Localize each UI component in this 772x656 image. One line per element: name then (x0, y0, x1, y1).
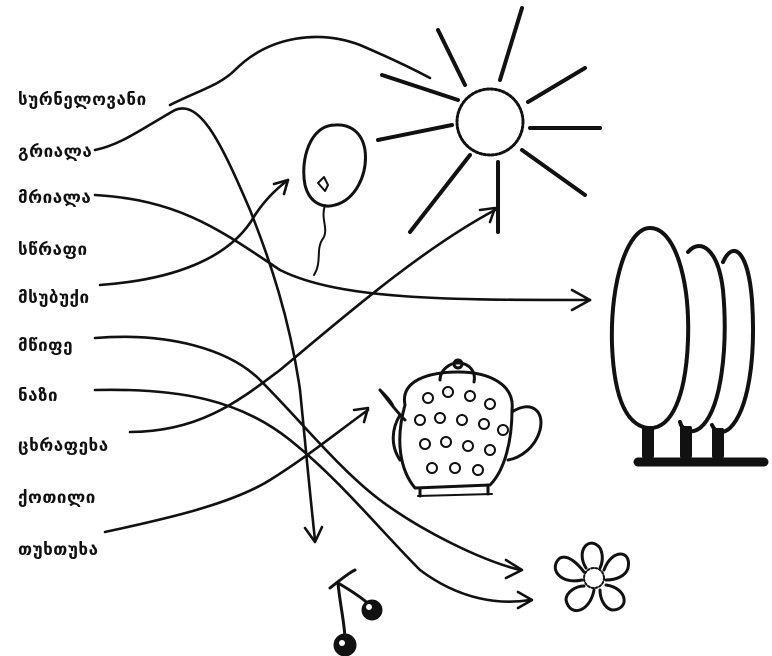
line-w10-teapot (103, 408, 370, 534)
line-w2-cherries (93, 107, 317, 542)
line-w3-trees (93, 193, 592, 302)
word-label: სწრაფი (18, 240, 88, 260)
line-w1-sun (168, 35, 432, 107)
balloon-picture (302, 123, 367, 276)
trees-picture (609, 226, 769, 467)
line-w8-sun (128, 208, 497, 434)
teapot-picture (378, 358, 543, 498)
line-w5-balloon (98, 178, 290, 287)
line-w7-flower (93, 388, 532, 603)
sun-picture (376, 6, 602, 234)
cherries-picture (328, 568, 383, 656)
word-label: ქოთილი (18, 488, 96, 508)
word-label: მწიფე (18, 336, 74, 356)
word-label: მსუბუქი (18, 288, 90, 308)
connection-lines (93, 35, 592, 610)
word-label: თუხთუხა (18, 540, 99, 560)
word-label: ცხრაფეხა (18, 436, 109, 456)
word-label: მრიალა (18, 188, 92, 208)
flower-picture (553, 541, 630, 613)
word-label: ნაზი (18, 386, 59, 406)
word-label: გრიალა (18, 142, 93, 162)
line-w6-flower (93, 335, 522, 572)
word-label: სურნელოვანი (18, 90, 147, 110)
